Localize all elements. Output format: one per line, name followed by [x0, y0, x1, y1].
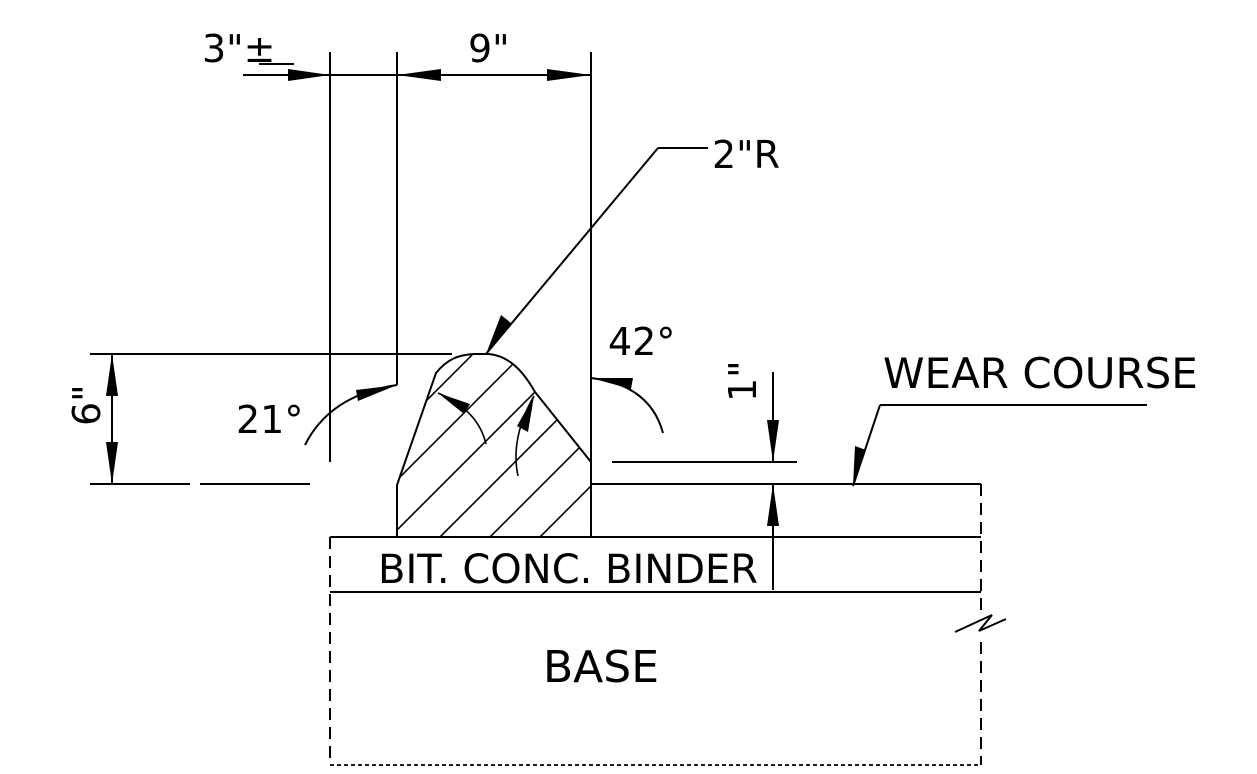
base-label: BASE — [543, 642, 659, 693]
wear-course-label: WEAR COURSE — [883, 349, 1198, 398]
left-angle-arc — [304, 384, 398, 446]
curb-outline — [396, 353, 592, 537]
inner-left-angle-arrow — [438, 393, 470, 414]
offset-arrow — [288, 69, 330, 81]
reveal-arrow-bottom — [767, 484, 779, 526]
break-line-symbol — [954, 614, 1007, 633]
left-angle-label: 21° — [236, 398, 303, 442]
reveal-arrow-top — [767, 420, 779, 462]
height-arrow-bottom — [106, 442, 118, 484]
height-dimension-label: 6" — [65, 384, 109, 426]
right-angle-label: 42° — [608, 320, 675, 364]
radius-leader-arrow — [486, 315, 511, 354]
reveal-dimension-label: 1" — [721, 360, 765, 402]
radius-label: 2"R — [712, 133, 780, 177]
width-dimension-label: 9" — [468, 27, 510, 71]
width-arrow-left — [397, 69, 441, 81]
inner-right-angle-arrow — [517, 396, 534, 432]
binder-label: BIT. CONC. BINDER — [378, 547, 758, 593]
height-arrow-top — [106, 354, 118, 396]
curb-hatch — [397, 354, 591, 537]
left-angle-arrow — [356, 385, 397, 401]
radius-leader-line — [485, 147, 659, 355]
width-arrow-right — [547, 69, 591, 81]
wear-course-leader-arrow — [853, 446, 866, 486]
right-angle-arrow — [591, 378, 633, 389]
inner-left-angle-arc — [437, 392, 487, 445]
